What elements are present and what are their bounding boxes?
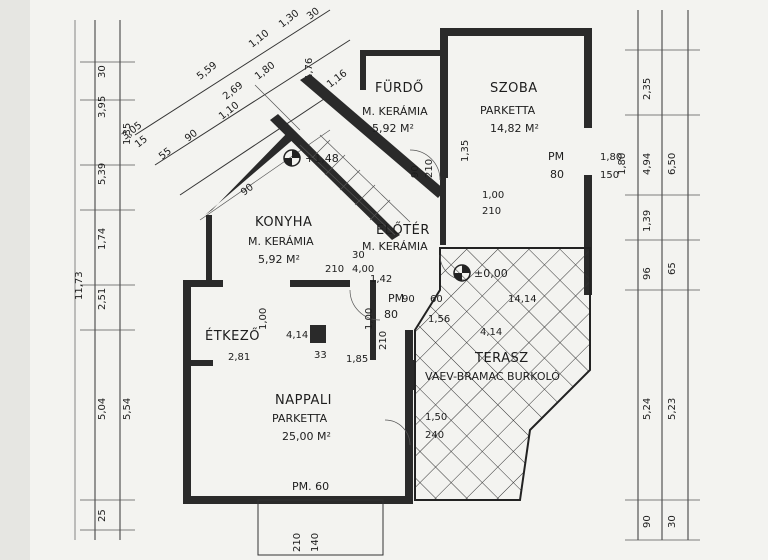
dim-szoba-w1: 1,00	[482, 190, 504, 201]
dim-right-4: 1,39	[642, 210, 653, 232]
left-dimension-labels: 30 3,95 1,35 5,39 1,74 11,73 2,51 5,04 5…	[74, 65, 133, 522]
room-szoba-floor: PARKETTA	[480, 104, 536, 117]
inner-dimensions: 1,80 150 1,00 210 210 90 1,35 210 30 4,0…	[239, 68, 622, 552]
dim-diag-5: 55	[157, 146, 174, 163]
dim-left-9: 25	[97, 509, 108, 522]
dim-eloter-2: 30	[352, 250, 365, 261]
diagonal-dimension-chain	[134, 9, 351, 221]
room-nappali-floor: PARKETTA	[272, 412, 328, 425]
dim-konyha-d2: 90	[239, 182, 256, 199]
dim-left-0: 30	[97, 65, 108, 78]
dim-eloter-d6: 60	[430, 294, 443, 305]
dim-right-9: 90	[642, 515, 653, 528]
left-dimension-chain	[74, 20, 135, 540]
room-furdo-area: 5,92 M²	[372, 122, 414, 135]
dim-right-1: 4,94	[642, 153, 653, 175]
pm-eloter-value: 80	[384, 308, 398, 321]
dim-nappali-d2: 240	[425, 430, 444, 441]
dim-diag-3: 2,69	[221, 80, 245, 102]
dim-furdo-d2: 90	[410, 165, 421, 178]
room-furdo-name: FÜRDŐ	[375, 79, 424, 96]
pm-nappali: PM. 60	[292, 480, 329, 493]
level-marker-zero	[453, 264, 471, 282]
dim-eloter-3: 4,00	[352, 264, 374, 275]
dim-left-5: 11,73	[74, 271, 85, 300]
dim-etkezo-d2: 4,14	[286, 330, 308, 341]
entrance-step	[257, 499, 384, 556]
room-konyha-area: 5,92 M²	[258, 253, 300, 266]
dim-left-8: 5,54	[122, 398, 133, 420]
dim-eloter-4: 1,42	[370, 274, 392, 285]
room-nappali-name: NAPPALI	[275, 393, 332, 408]
pm-eloter: PM	[388, 292, 404, 305]
dim-terasz-d2: 4,14	[480, 327, 502, 338]
dim-terasz-d1: 1,56	[428, 314, 450, 325]
dim-etkezo-width: 2,81	[228, 352, 250, 363]
dim-right-5: 65	[667, 262, 678, 275]
terrace-area	[414, 247, 591, 501]
staircase	[299, 134, 411, 236]
dim-etkezo-d3: 1,00	[364, 308, 375, 330]
dim-terasz-d3: 14,14	[508, 294, 537, 305]
dim-diag-0: 5,59	[195, 60, 219, 82]
dim-diag-2: 1,30	[277, 8, 301, 30]
dim-right-0: 2,35	[642, 78, 653, 100]
dim-furdo-d1: 210	[424, 159, 435, 178]
dim-konyha-d1: 1,16	[325, 68, 349, 90]
dim-szoba-door-w: 150	[600, 170, 619, 181]
paper-edge	[0, 0, 30, 560]
dim-diag-11: 1,76	[304, 58, 315, 80]
dim-szoba-door-h: 1,80	[600, 152, 622, 163]
room-etkezo-name: ÉTKEZŐ	[205, 328, 260, 344]
level-zero-label: ±0,00	[474, 267, 508, 280]
dim-right-6: 96	[642, 267, 653, 280]
dim-diag-8: 15	[133, 134, 150, 151]
dim-etkezo-d5: 33	[314, 350, 327, 361]
dim-right-2: 6,50	[667, 153, 678, 175]
pm-szoba: PM	[548, 150, 564, 163]
dim-furdo-d3: 1,35	[460, 140, 471, 162]
dim-diag-9: 30	[305, 6, 322, 23]
dim-diag-1: 1,10	[247, 28, 271, 50]
dim-szoba-w2: 210	[482, 206, 501, 217]
right-dimension-labels: 2,35 4,94 6,50 1,80 1,39 65 96 5,24 5,23…	[617, 78, 678, 528]
level-marker-top	[283, 149, 301, 167]
dim-left-2: 1,35	[122, 123, 133, 145]
dim-right-8: 5,23	[667, 398, 678, 420]
dim-right-10: 30	[667, 515, 678, 528]
dim-right-3: 1,80	[617, 153, 628, 175]
dim-etkezo-d1: 1,00	[258, 308, 269, 330]
room-nappali-area: 25,00 M²	[282, 430, 331, 443]
pm-szoba-value: 80	[550, 168, 564, 181]
room-eloter-floor: M. KERÁMIA	[362, 240, 428, 253]
dim-diag-6: 90	[183, 128, 200, 145]
dim-etkezo-d6: 1,85	[346, 354, 368, 365]
room-furdo-floor: M. KERÁMIA	[362, 105, 428, 118]
dim-left-6: 2,51	[97, 288, 108, 310]
room-terasz-name: TERASZ	[474, 351, 529, 366]
dim-diag-4: 1,80	[253, 60, 277, 82]
room-szoba-area: 14,82 M²	[490, 122, 539, 135]
dim-eloter-1: 210	[325, 264, 344, 275]
dim-nappali-d1: 1,50	[425, 412, 447, 423]
room-szoba-name: SZOBA	[490, 81, 538, 96]
dim-left-3: 5,39	[97, 163, 108, 185]
dim-left-4: 1,74	[97, 228, 108, 250]
right-dimension-chain	[625, 10, 700, 541]
room-eloter-name: ELŐTÉR	[376, 222, 430, 238]
dim-right-7: 5,24	[642, 398, 653, 420]
dim-left-1: 3,95	[97, 96, 108, 118]
room-konyha-floor: M. KERÁMIA	[248, 235, 314, 248]
dim-etkezo-d4: 210	[378, 331, 389, 350]
dim-bottom-d1: 210	[292, 533, 303, 552]
dim-left-7: 5,04	[97, 398, 108, 420]
level-top-label: +1,48	[305, 152, 339, 165]
room-konyha-name: KONYHA	[255, 215, 312, 230]
dim-eloter-d5: 90	[402, 294, 415, 305]
room-terasz-floor: VAEV-BRAMAC BURKOLÓ	[425, 370, 560, 383]
dim-bottom-d2: 140	[310, 533, 321, 552]
dim-diag-7: 1,10	[217, 100, 241, 122]
